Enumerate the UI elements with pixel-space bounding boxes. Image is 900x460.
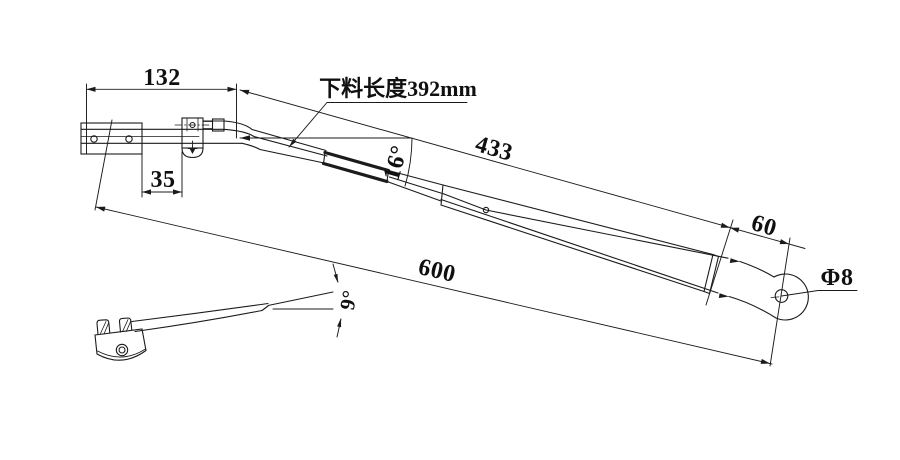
crimp-sleeve — [323, 150, 391, 173]
leader-dia8 — [781, 290, 858, 297]
side-tab-left — [96, 319, 111, 336]
side-housing — [94, 328, 147, 361]
dim-132-label: 132 — [143, 65, 181, 91]
dim-35-label: 35 — [150, 167, 176, 193]
dim-line-433-60 — [239, 89, 806, 249]
dim-line-600 — [95, 206, 773, 365]
top-view-part — [80, 117, 809, 321]
angle-9-label: 9° — [334, 288, 363, 312]
nut-block — [211, 118, 225, 132]
dimension-lines — [86, 83, 858, 367]
tip-clip — [703, 253, 720, 295]
leader-392 — [288, 102, 468, 148]
side-tab-right — [118, 317, 133, 333]
blank-length-note: 下料长度392mm — [319, 76, 477, 101]
dia-8-label: Φ8 — [820, 265, 854, 291]
arrowheads — [86, 86, 789, 364]
side-hole — [115, 343, 129, 357]
tip-round-end — [773, 273, 809, 321]
side-view-part — [94, 291, 334, 361]
mount-plate — [80, 122, 143, 155]
bar-hole-right — [125, 135, 133, 143]
rivet-hole — [482, 206, 490, 214]
bar-hole-left — [90, 135, 98, 143]
